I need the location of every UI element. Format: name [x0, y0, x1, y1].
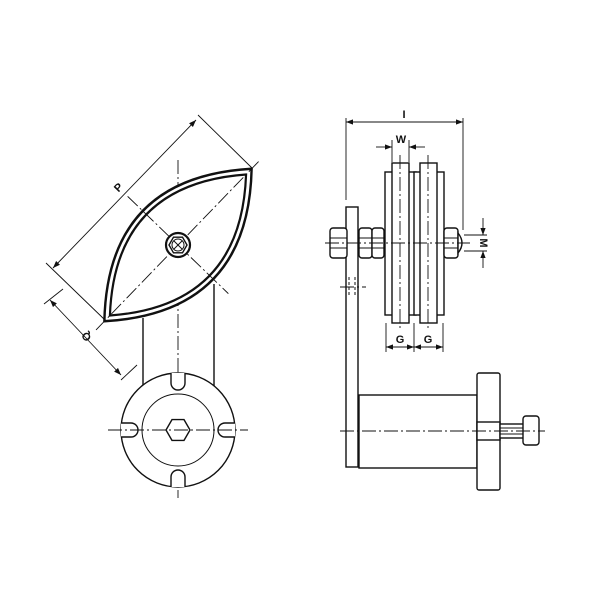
front-view: P Q [43, 114, 261, 498]
hub-disc [108, 372, 248, 488]
base-housing [340, 372, 545, 491]
hub-nut [164, 231, 192, 259]
dimension-w: W [376, 134, 425, 162]
arm-stem [142, 284, 215, 388]
label-m: M [477, 238, 489, 247]
label-i: I [402, 109, 405, 121]
slot-top [170, 373, 186, 391]
roller-2 [413, 162, 445, 324]
side-view: I W M G G [325, 109, 545, 491]
dimension-i: I [345, 109, 464, 230]
label-g-2: G [424, 334, 433, 346]
bolt-head [522, 415, 540, 446]
label-p: P [112, 181, 126, 195]
plate-hole-hidden [340, 277, 366, 297]
axle-nuts [329, 227, 463, 259]
dimension-m: M [464, 218, 489, 268]
label-w: W [396, 134, 407, 146]
slot-bottom [170, 469, 186, 487]
label-q: Q [79, 329, 94, 344]
label-g-1: G [396, 334, 405, 346]
dimension-g: G G [385, 323, 444, 352]
mounting-plate [345, 206, 359, 468]
